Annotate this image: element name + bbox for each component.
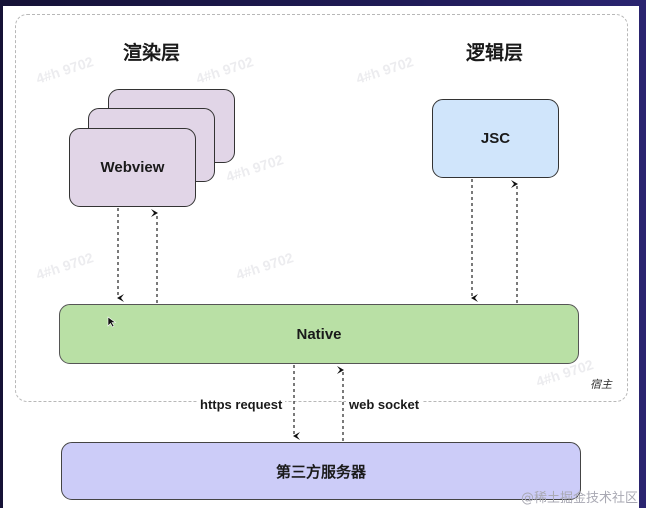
https-request-label: https request xyxy=(197,397,286,412)
render-layer-title: 渲染层 xyxy=(123,42,181,64)
jsc-label: JSC xyxy=(480,130,511,147)
diagram-canvas xyxy=(3,6,639,508)
webview-label: Webview xyxy=(100,159,165,176)
native-node[interactable]: Native xyxy=(59,304,579,364)
server-node[interactable]: 第三方服务器 xyxy=(61,442,581,500)
host-container xyxy=(15,14,628,402)
mouse-cursor-icon xyxy=(107,316,117,328)
site-credit: @稀土掘金技术社区 xyxy=(520,491,638,506)
native-label: Native xyxy=(296,325,342,343)
host-label: 宿主 xyxy=(590,378,612,391)
logic-layer-title: 逻辑层 xyxy=(466,42,524,64)
web-socket-label: web socket xyxy=(346,397,423,412)
server-label: 第三方服务器 xyxy=(275,463,366,481)
webview-node[interactable]: Webview xyxy=(69,128,196,207)
jsc-node[interactable]: JSC xyxy=(432,99,559,178)
